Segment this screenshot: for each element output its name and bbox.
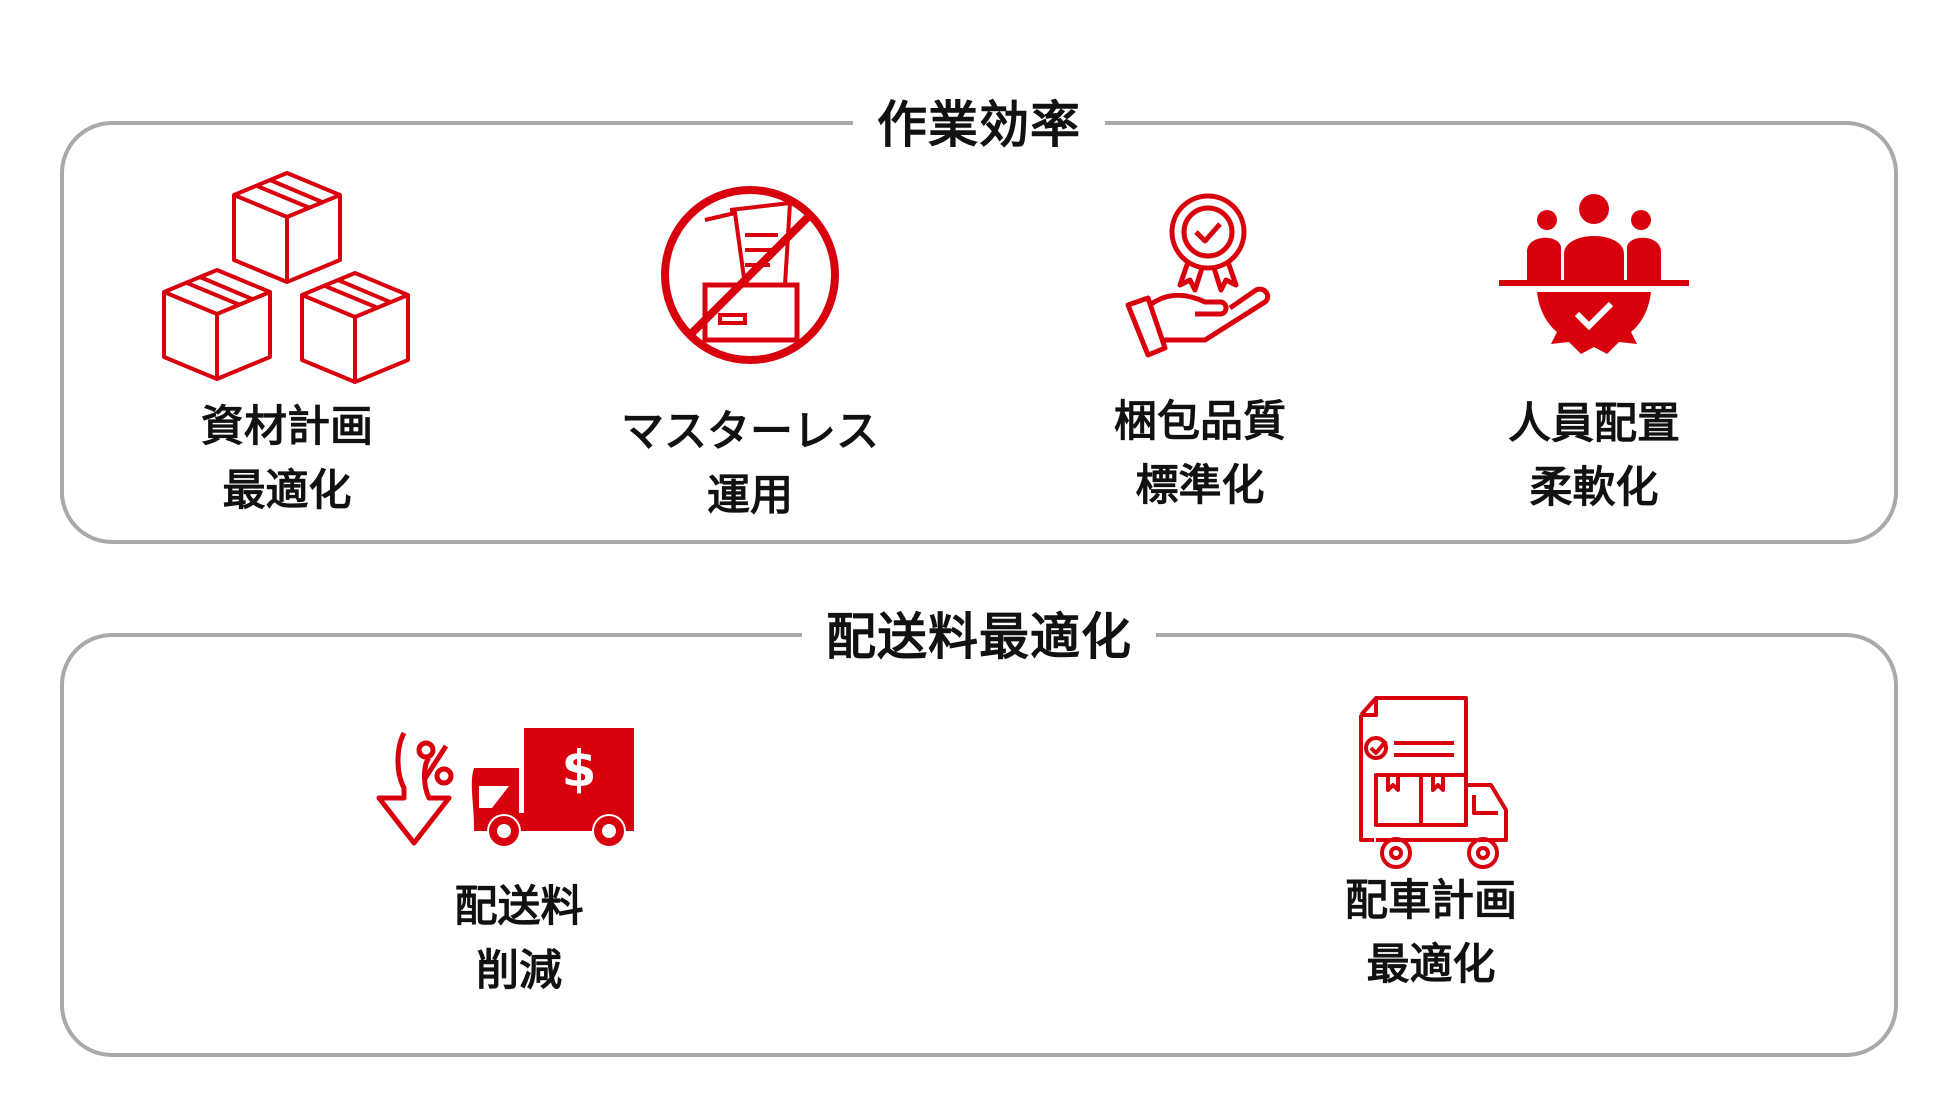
team-gear-icon [1499,194,1689,354]
item-material-planning: 資材計画 最適化 [162,170,412,523]
section-title: 作業効率 [853,85,1105,157]
item-dispatch-planning: 配車計画 最適化 [1345,695,1517,997]
section-shipping-optimization: 配送料最適化 [60,597,1898,1057]
item-staffing: 人員配置 柔軟化 [1499,192,1689,520]
no-documents-icon [661,186,839,364]
item-label: 資材計画 [201,402,373,452]
cost-down-truck-icon: $ [376,728,634,848]
section-work-efficiency: 作業効率 [60,85,1898,544]
svg-text:$: $ [562,740,597,798]
item-label: 最適化 [1366,940,1496,990]
item-packing-quality: 梱包品質 標準化 [1114,190,1286,518]
item-label: 配車計画 [1345,876,1517,926]
section-title: 配送料最適化 [802,597,1156,669]
item-label: 最適化 [222,466,352,516]
item-label: 梱包品質 [1114,397,1286,447]
item-label: 標準化 [1135,461,1265,511]
item-masterless: マスターレス 運用 [621,185,879,528]
item-label: マスターレス [621,407,879,457]
item-label: 削減 [476,946,562,996]
delivery-plan-truck-icon [1359,696,1508,869]
hand-award-icon [1125,193,1271,358]
item-label: 人員配置 [1508,399,1680,449]
item-shipping-cost-reduction: $ 配送料 削減 [374,728,664,1003]
item-label: 柔軟化 [1529,463,1659,513]
item-label: 配送料 [454,882,584,932]
boxes-icon [162,171,410,384]
item-label: 運用 [707,471,793,521]
